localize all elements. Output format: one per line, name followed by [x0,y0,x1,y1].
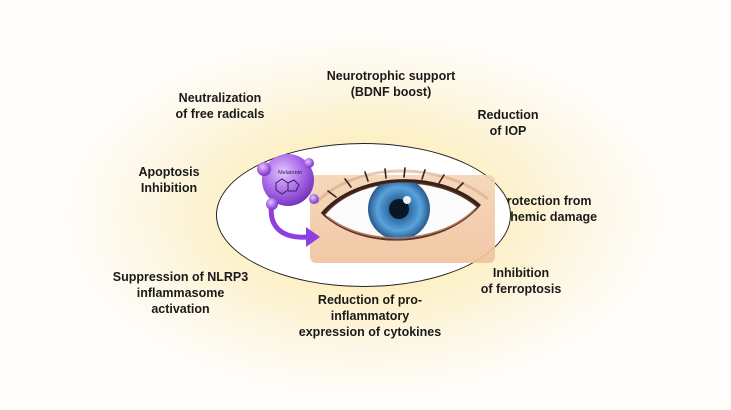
label-line: Protection from [498,194,592,208]
effect-suppression-nlrp3: Suppression of NLRP3 inflammasome activa… [108,269,253,317]
label-line: ischemic damage [492,210,598,224]
effect-apoptosis-inhibition: Apoptosis Inhibition [124,164,214,196]
effect-reduction-cytokines: Reduction of pro- inflammatory expressio… [290,292,450,340]
label-line: inflammatory [330,309,410,323]
melatonin-molecule-icon: Melatonin [257,154,319,210]
label-line: Reduction of pro- [317,293,423,307]
label-line: Inhibition [492,266,550,280]
effect-inhibition-ferroptosis: Inhibition of ferroptosis [466,265,576,297]
label-line: inflammasome [136,286,225,300]
effect-neutralization-free-radicals: Neutralization of free radicals [155,90,285,122]
label-line: Neurotrophic support [326,69,456,83]
molecule-label: Melatonin [278,170,302,176]
label-line: of free radicals [175,107,265,121]
label-line: activation [151,302,210,316]
center-illustration: Melatonin [257,154,495,263]
label-line: of IOP [489,124,527,138]
label-line: expression of cytokines [298,325,442,339]
label-line: (BDNF boost) [350,85,432,99]
label-line: Inhibition [140,181,198,195]
label-line: Reduction [477,108,539,122]
label-line: Apoptosis [138,165,200,179]
label-line: of ferroptosis [480,282,562,296]
label-line: Suppression of NLRP3 [112,270,249,284]
eye-icon [310,167,495,263]
effect-reduction-iop: Reduction of IOP [468,107,548,139]
label-line: Neutralization [178,91,262,105]
effect-protection-ischemic-damage: Protection from ischemic damage [486,193,604,225]
effect-neurotrophic-support: Neurotrophic support (BDNF boost) [316,68,466,100]
